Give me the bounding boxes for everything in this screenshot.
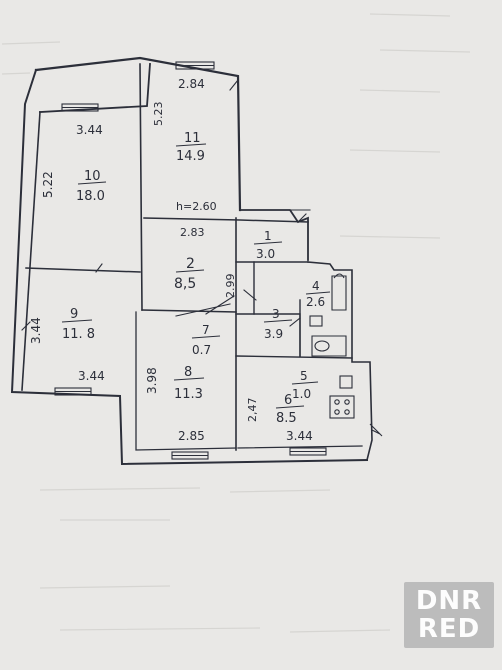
room-number: 3 (272, 307, 280, 321)
dimension-label: 3.98 (145, 367, 159, 394)
room-label-2: 2 8,5 (174, 256, 205, 292)
dimension-label: 3.44 (76, 123, 103, 137)
room-area: 2.6 (306, 295, 325, 309)
watermark-line-1: DNR (415, 586, 483, 616)
room-label-1: 1 3.0 (253, 229, 283, 261)
room-number: 6 (284, 393, 292, 408)
room-label-7: 7 0.7 (191, 323, 221, 357)
room-number: 1 (264, 229, 272, 243)
background-faint-writing (1, 13, 471, 633)
room-label-11: 11 14.9 (175, 131, 207, 164)
dnr-red-watermark-logo: DNR RED (404, 582, 494, 648)
room-area: 8,5 (174, 276, 196, 292)
room-area: 8.5 (276, 411, 297, 426)
room-label-10: 10 18.0 (76, 169, 107, 204)
windows (54, 61, 327, 460)
room-area: 3.9 (264, 327, 283, 341)
room-area: 14.9 (176, 149, 205, 164)
room-number: 10 (84, 169, 101, 184)
room-label-3: 3 3.9 (263, 307, 293, 341)
room-area: 0.7 (192, 343, 211, 357)
room-number: 4 (312, 279, 320, 293)
room-number: 2 (186, 256, 195, 272)
room-number: 8 (184, 365, 192, 380)
dimension-label: 2.84 (178, 77, 205, 91)
dimension-label: 3.44 (29, 317, 43, 344)
room-number: 9 (70, 307, 78, 322)
room-number: 11 (184, 131, 201, 146)
dimension-label: 5.22 (41, 171, 55, 198)
bathroom-fixtures (309, 273, 383, 437)
room-area: 11. 8 (62, 327, 95, 342)
dimension-label: h=2.60 (176, 200, 217, 213)
room-label-6: 6 8.5 (275, 393, 305, 426)
room-label-9: 9 11. 8 (61, 307, 95, 342)
dimension-label: 3.44 (78, 369, 105, 383)
room-label-4: 4 2.6 (305, 279, 331, 309)
room-label-8: 8 11.3 (173, 365, 205, 402)
room-number: 7 (202, 323, 210, 337)
dimension-label: 2.85 (178, 429, 205, 443)
watermark-line-2: RED (417, 614, 481, 644)
dimension-label: 2.99 (224, 274, 237, 299)
room-area: 18.0 (76, 189, 105, 204)
room-area: 3.0 (256, 247, 275, 261)
room-area: 1.0 (292, 387, 311, 401)
room-label-5: 5 1.0 (291, 369, 319, 401)
room-number: 5 (300, 369, 308, 383)
dimension-label: 2,47 (246, 398, 259, 423)
dimension-label: 5.23 (152, 102, 165, 127)
room-area: 11.3 (174, 387, 203, 402)
floor-plan-walls (10, 56, 373, 466)
dimension-label: 3.44 (286, 429, 313, 443)
dimension-label: 2.83 (180, 226, 205, 239)
dimension-labels: 2.84 3.44 5.23 5.22 h=2.60 2.83 2.99 3.4… (29, 77, 313, 443)
